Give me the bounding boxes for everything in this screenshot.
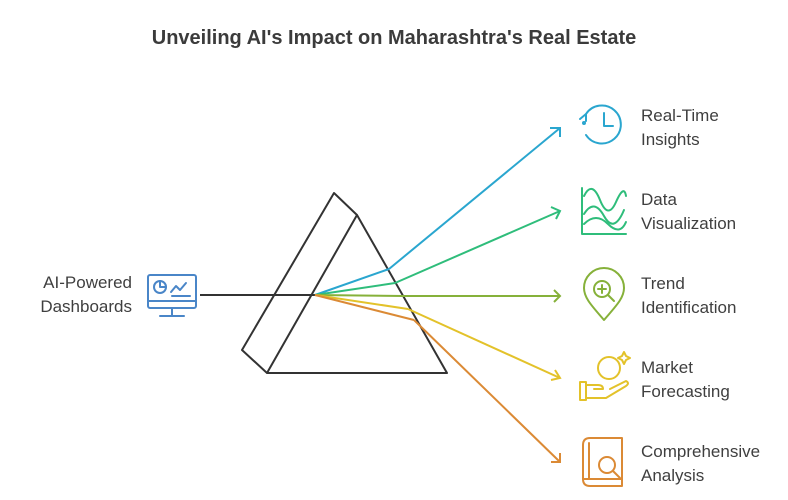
output-label-realtime: Real-Time Insights <box>641 106 719 149</box>
book-search-icon <box>582 437 623 487</box>
output-ray-visualization <box>394 206 562 284</box>
wave-chart-icon <box>581 187 627 235</box>
clock-refresh-icon <box>579 104 622 145</box>
internal-beams <box>314 268 415 321</box>
source-label: AI-Powered Dashboards <box>40 273 132 316</box>
hand-coin-icon <box>579 351 631 401</box>
output-ray-analysis <box>413 319 561 463</box>
diagram-title: Unveiling AI's Impact on Maharashtra's R… <box>151 27 637 49</box>
location-zoom-icon <box>583 267 625 321</box>
output-ray-trend <box>403 289 562 303</box>
output-label-trend: Trend Identification <box>641 274 737 317</box>
output-ray-forecasting <box>407 308 562 381</box>
output-label-analysis: Comprehensive Analysis <box>641 442 761 485</box>
output-label-visualization: Data Visualization <box>641 190 737 233</box>
prism <box>241 192 448 374</box>
output-label-forecasting: Market Forecasting <box>641 358 730 401</box>
output-ray-realtime <box>388 127 561 270</box>
dashboard-monitor-icon <box>147 274 197 317</box>
